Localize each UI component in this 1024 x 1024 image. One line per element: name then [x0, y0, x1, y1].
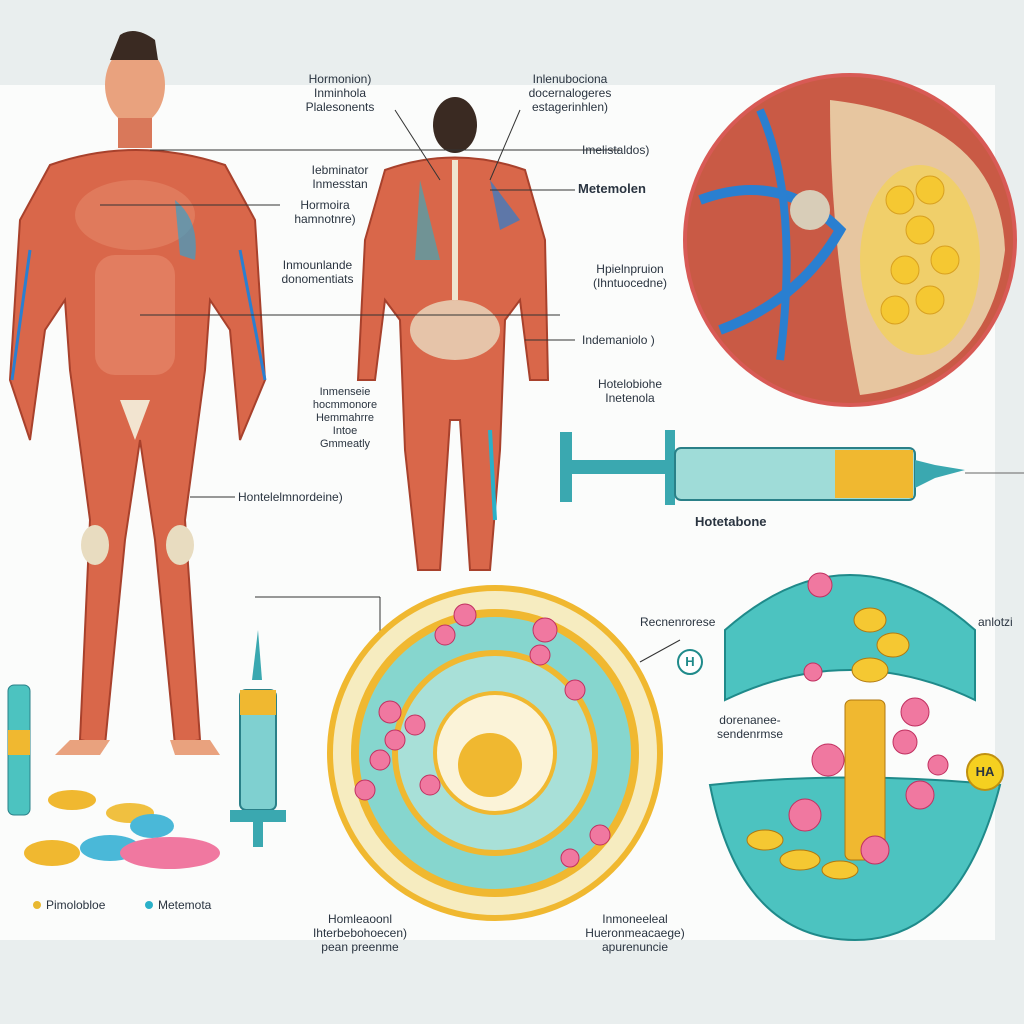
leader-lines [100, 109, 681, 663]
label-syringe: Hotetabone [695, 514, 767, 529]
legend-dot-metemota [145, 901, 153, 909]
label-inset-3: Hpielnpruion(Ihntuocedne) [592, 262, 668, 290]
label-bowl-left: Recnenrorese [640, 615, 716, 629]
h-badge-circle [677, 649, 703, 675]
ha-badge-circle [966, 753, 1004, 791]
syringe-large [560, 430, 1024, 505]
label-front-leg: Hontelelmnordeine) [238, 490, 343, 504]
legend-item-metemota: Metemota [158, 898, 212, 912]
vial [7, 684, 31, 816]
syringe-small [230, 630, 286, 847]
tissue-inset-circle [683, 73, 1017, 407]
label-inset-4: Indemaniolo ) [582, 333, 655, 347]
legend-item-pimolobloe: Pimolobloe [46, 898, 106, 912]
bowl-diagram [708, 572, 1002, 942]
label-inset-2: Metemolen [578, 181, 646, 196]
circular-diagram [327, 585, 663, 921]
ha-badge: HA [975, 764, 995, 779]
label-bowl-right: anlotzi [978, 615, 1013, 629]
front-body-figure [8, 31, 267, 755]
legend-dot-pimolobloe [33, 901, 41, 909]
label-bowl-mid: dorenanee-sendenrmse [716, 713, 784, 741]
h-badge: H [685, 654, 695, 669]
back-body-figure [356, 97, 550, 571]
label-inset-1: Imelistaldos) [582, 143, 650, 157]
pills [24, 790, 220, 869]
